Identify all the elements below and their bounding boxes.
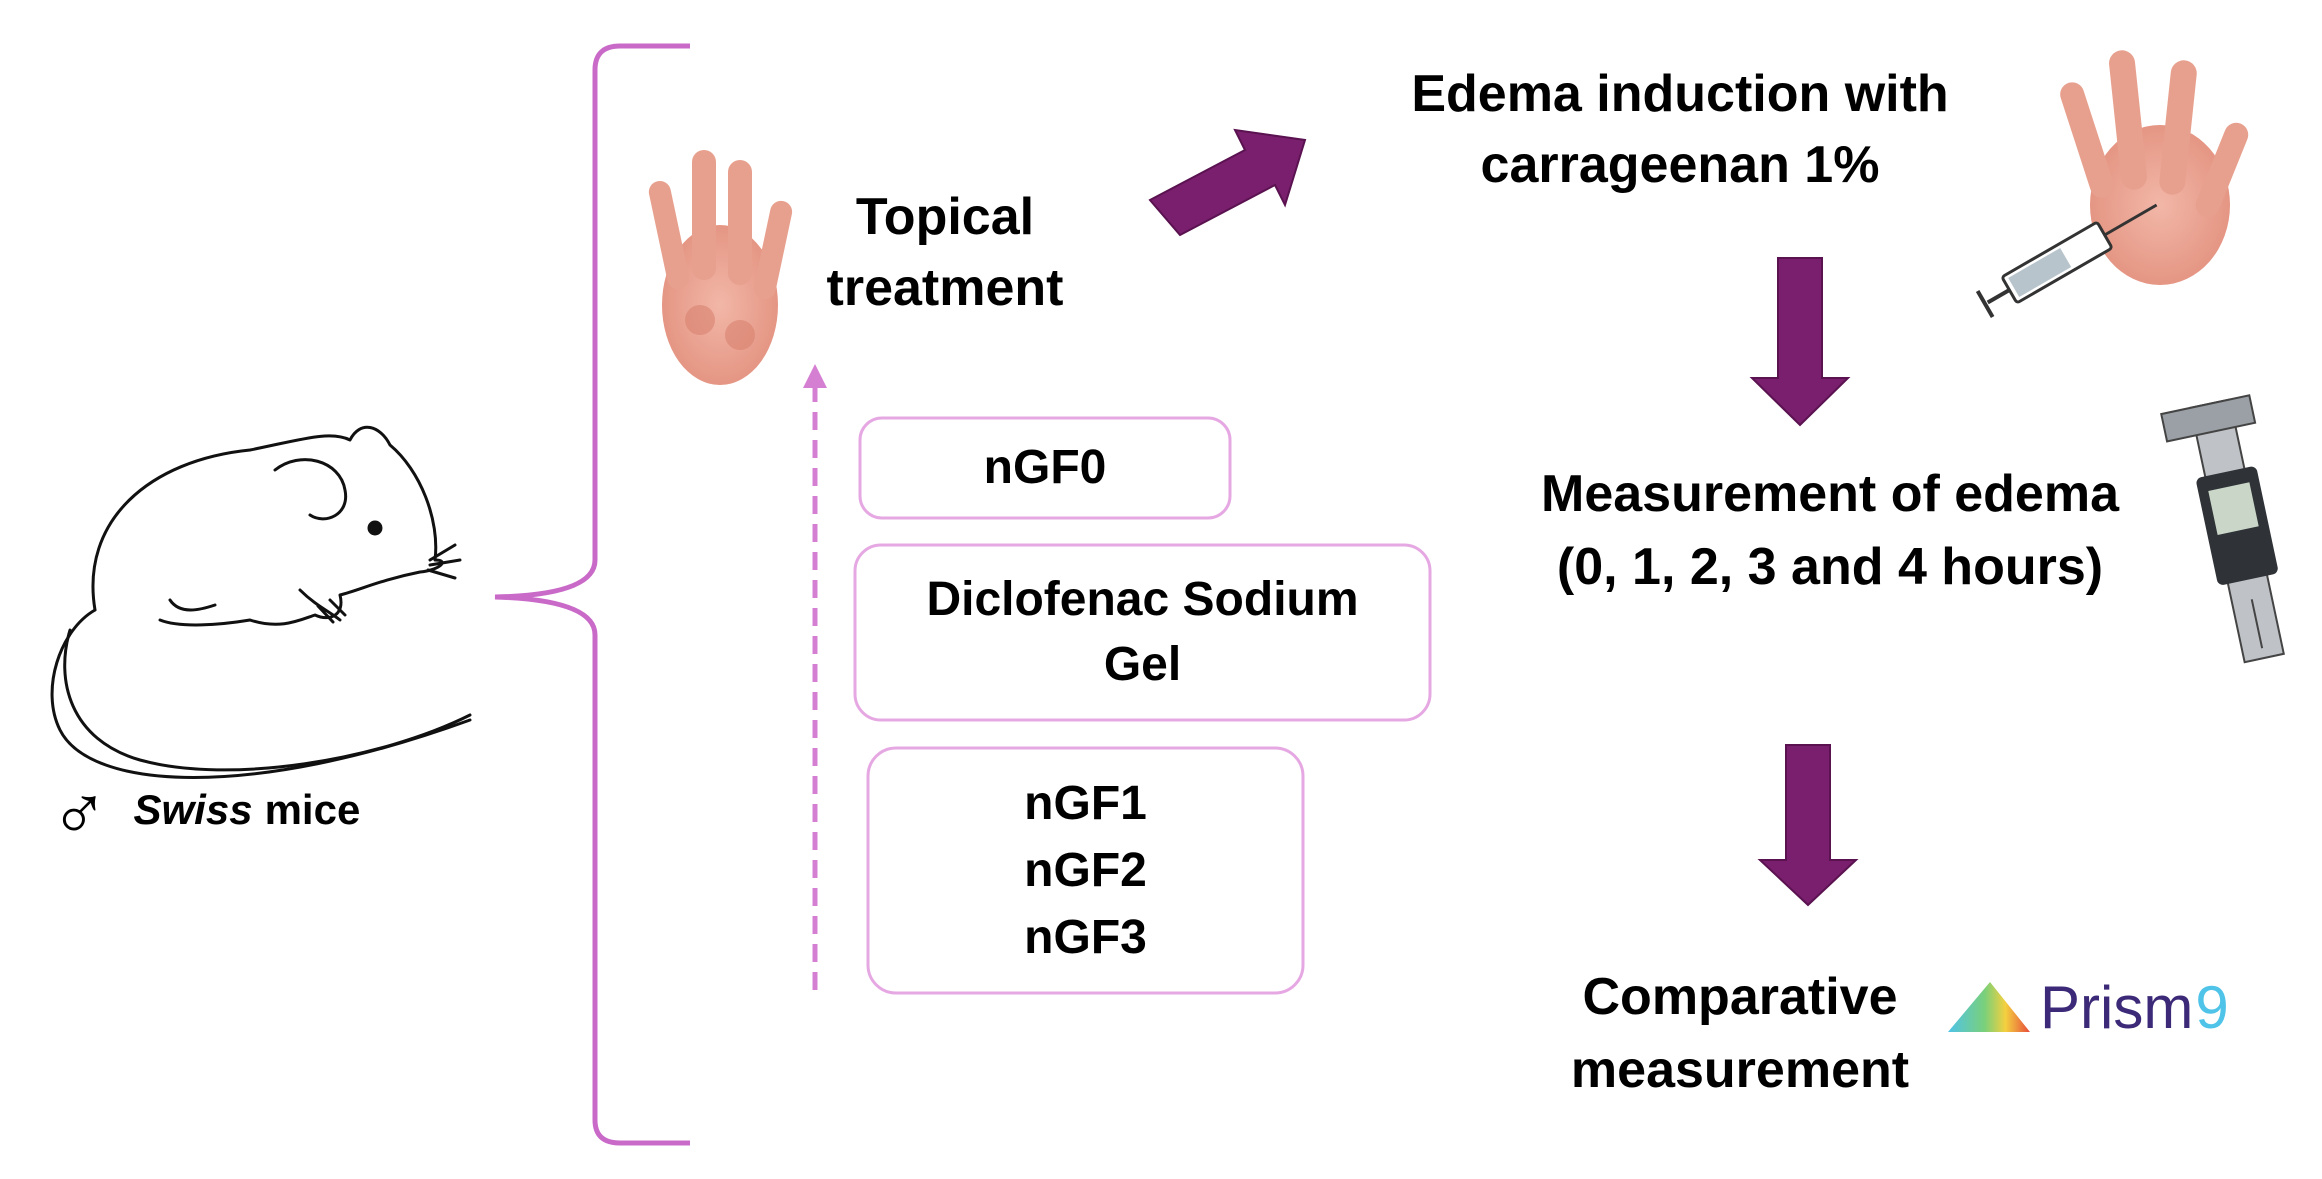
prism-version: 9 xyxy=(2195,973,2229,1041)
group-label-ngf0: nGF0 xyxy=(860,418,1230,518)
group-label-diclofenac: Diclofenac Sodium Gel xyxy=(855,545,1430,720)
comparison-line1: Comparative xyxy=(1582,968,1898,1026)
prism-logo: Prism 9 xyxy=(2040,972,2229,1042)
induction-line1: Edema induction with xyxy=(1411,65,1949,123)
topical-treatment-title: Topical treatment xyxy=(780,185,1110,321)
induction-line2: carrageenan 1% xyxy=(1480,136,1880,194)
comparison-line2: measurement xyxy=(1570,1041,1910,1099)
group-line: nGF0 xyxy=(983,441,1107,495)
group-box-diclofenac xyxy=(853,543,1432,722)
comparison-step-text: Comparative measurement xyxy=(1530,965,1950,1103)
down-arrow-1 xyxy=(1749,257,1851,427)
group-line: nGF1 xyxy=(1024,776,1147,830)
topical-line2: treatment xyxy=(826,259,1064,317)
species-label: mice xyxy=(264,786,361,833)
diagonal-arrow xyxy=(1148,128,1307,237)
paw-topical-icon xyxy=(648,150,793,385)
group-box-ngf0 xyxy=(858,416,1232,520)
measurement-line2: (0, 1, 2, 3 and 4 hours) xyxy=(1556,538,2104,596)
grouping-bracket xyxy=(494,43,690,1146)
induction-step-text: Edema induction with carrageenan 1% xyxy=(1380,62,1980,198)
group-box-ngf-series xyxy=(866,746,1305,995)
prism-name: Prism xyxy=(2040,973,2194,1041)
group-label-ngf-series: nGF1 nGF2 nGF3 xyxy=(868,748,1303,993)
group-line: Diclofenac Sodium xyxy=(926,572,1359,626)
dashed-up-arrow xyxy=(803,364,827,990)
group-line: Gel xyxy=(1103,637,1182,691)
mouse-illustration xyxy=(50,425,472,779)
group-line: nGF3 xyxy=(1024,911,1147,965)
caliper-icon xyxy=(2160,394,2285,664)
measurement-step-text: Measurement of edema (0, 1, 2, 3 and 4 h… xyxy=(1510,462,2150,600)
down-arrow-2 xyxy=(1757,744,1859,907)
paw-injection-icon xyxy=(2060,50,2249,285)
male-symbol-icon: ♂ xyxy=(50,766,109,854)
topical-line1: Topical xyxy=(855,188,1035,246)
group-line: nGF2 xyxy=(1024,843,1147,897)
subject-label: ♂ Swiss mice xyxy=(50,765,360,855)
syringe-icon xyxy=(1975,203,2158,318)
measurement-line1: Measurement of edema xyxy=(1541,465,2119,523)
prism-logo-icon xyxy=(1948,982,2030,1032)
strain-label: Swiss xyxy=(133,786,253,833)
